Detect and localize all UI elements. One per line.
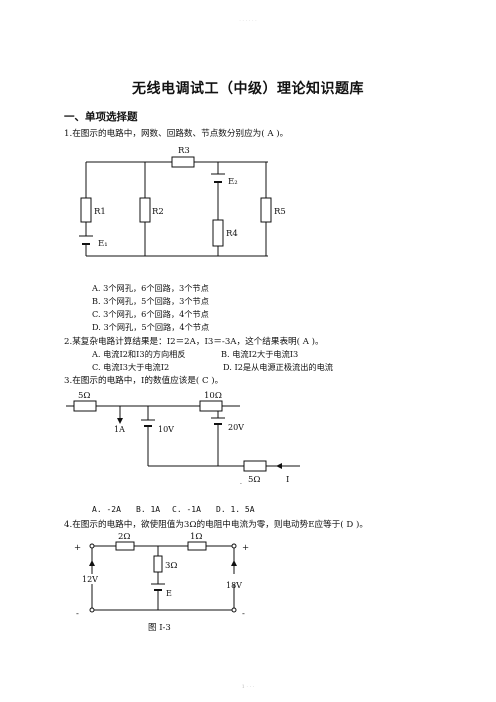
q4-r1-resistor — [187, 541, 207, 551]
q1-label-r2: R2 — [152, 207, 164, 217]
q1-r5-resistor — [260, 197, 272, 223]
q3-r10-resistor — [199, 400, 223, 412]
section-heading: 一、单项选择题 — [64, 111, 138, 123]
q1-label-r1: R1 — [94, 207, 106, 217]
q3-i-arrow-icon — [276, 463, 282, 469]
q1-label-r3: R3 — [178, 146, 190, 156]
q2-option-c: C. 电流I3大于电流I2 — [92, 362, 170, 372]
page-footer: 1 · · · — [241, 684, 255, 690]
q4-terminal-bottom-left — [89, 607, 95, 613]
q1-r2-resistor — [139, 197, 151, 223]
q3-option-a: A. -2A — [92, 505, 121, 514]
q1-option-b: B. 3个网孔，5个回路，3个节点 — [92, 296, 209, 306]
q4-label-1ohm: 1Ω — [190, 532, 202, 542]
q1-label-r5: R5 — [274, 207, 286, 217]
q2-option-d: D. I2是从电源正极流出的电流 — [223, 362, 333, 372]
q4-label-e: E — [166, 589, 172, 598]
q3-label-5ohm-top: 5Ω — [78, 391, 90, 401]
q1-option-a: A. 3个网孔，6个回路，3个节点 — [92, 283, 209, 293]
document-title: 无线电调试工（中级）理论知识题库 — [132, 81, 364, 97]
q3-option-b: B. 1A — [136, 505, 161, 514]
q4-figure-caption: 图 I-3 — [148, 623, 171, 633]
header-watermark: · · · · · · — [239, 18, 257, 24]
q4-terminal-top-left — [89, 543, 95, 549]
q4-r2-resistor — [115, 541, 135, 551]
q1-option-c: C. 3个网孔，6个回路，4个节点 — [92, 309, 209, 319]
q3-label-10ohm: 10Ω — [204, 391, 222, 401]
q4-12v-arrow-icon — [89, 560, 95, 566]
q1-option-d: D. 3个网孔，5个回路，4个节点 — [92, 322, 210, 332]
q2-option-a: A. 电流I2和I3的方向相反 — [92, 349, 186, 359]
q4-label-minus-right: - — [242, 609, 245, 619]
q3-r5-bottom-resistor — [243, 460, 267, 472]
q4-label-3ohm: 3Ω — [165, 561, 177, 571]
q4-label-12v: 12V — [82, 575, 98, 584]
q3-stray-dot: · — [240, 481, 242, 488]
q2-stem: 2.某复杂电路计算结果是：I2＝2A，I3＝-3A，这个结果表明( A )。 — [64, 337, 324, 347]
q4-18v-arrow-icon — [231, 560, 237, 566]
q3-option-c: C. -1A — [172, 505, 201, 514]
q2-option-b: B. 电流I2大于电流I3 — [221, 349, 299, 359]
q3-option-d: D. 1. 5A — [216, 505, 255, 514]
q4-label-plus-right: + — [242, 543, 249, 553]
q4-label-2ohm: 2Ω — [118, 532, 130, 542]
q3-label-i: I — [286, 475, 289, 485]
q3-label-1a: 1A — [114, 425, 125, 434]
q4-terminal-bottom-right — [231, 607, 237, 613]
q3-label-5ohm-bottom: 5Ω — [248, 475, 260, 485]
q4-label-plus-left: + — [74, 543, 81, 553]
q1-stem: 1.在图示的电路中，网数、回路数、节点数分别应为( A )。 — [64, 129, 289, 139]
q1-r3-resistor — [171, 156, 195, 168]
q1-r1-resistor — [80, 197, 92, 223]
q1-label-e1: E₁ — [98, 239, 108, 249]
q4-label-minus-left: - — [76, 609, 79, 619]
q3-label-20v: 20V — [228, 423, 244, 432]
q3-r5-top-resistor — [73, 400, 97, 412]
q4-r3-resistor — [153, 555, 163, 573]
q3-stem: 3.在图示的电路中，I的数值应该是( C )。 — [64, 376, 224, 386]
q4-terminal-top-right — [231, 543, 237, 549]
q4-label-18v: 18V — [226, 581, 242, 590]
q4-stem: 4.在图示的电路中，欲使阻值为3Ω的电阻中电流为零，则电动势E应等于( D )。 — [64, 520, 368, 530]
q1-label-e2: E₂ — [228, 177, 238, 187]
q1-r4-resistor — [212, 219, 224, 247]
q3-1a-arrow-icon — [117, 418, 123, 424]
q1-label-r4: R4 — [226, 229, 238, 239]
q3-label-10v: 10V — [158, 425, 174, 434]
